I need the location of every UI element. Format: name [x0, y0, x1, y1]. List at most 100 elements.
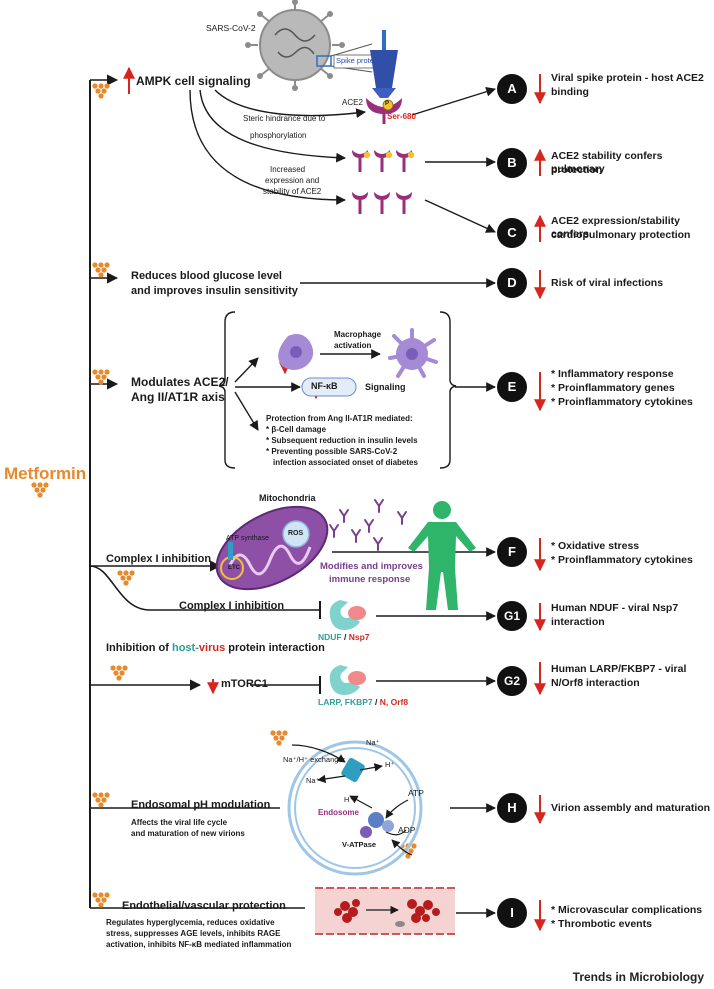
protection-item-2: * Subsequent reduction in insulin levels: [266, 436, 418, 445]
outcome-c-line-2: cardiopulmonary protection: [551, 229, 691, 241]
ace2-axis-label-1: Modulates ACE2/: [131, 375, 229, 389]
orf8-text: N, Orf8: [379, 697, 409, 707]
outcome-i-badge: I: [497, 898, 527, 928]
outcome-b-line-2: protection: [551, 164, 603, 176]
protection-item-4: infection associated onset of diabetes: [273, 458, 418, 467]
journal-brand: Trends in Microbiology: [572, 970, 704, 984]
exchanger-label: Na⁺/H⁺ exchanger: [283, 755, 346, 764]
immune-label-2: immune response: [329, 574, 411, 585]
diagram-graphics: [31, 0, 546, 935]
virus-label: SARS-CoV-2: [206, 23, 256, 33]
etc-label: ETC: [228, 565, 240, 571]
branch-arrows: [89, 74, 321, 909]
outcome-e-line-3: * Proinflammatory cytokines: [551, 396, 693, 408]
host-text: host: [171, 642, 196, 654]
outcome-c-badge: C: [497, 218, 527, 248]
ser680-label: Ser-680: [387, 112, 416, 121]
outcome-g1-line-1: Human NDUF - viral Nsp7: [551, 602, 679, 614]
endosomal-label: Endosomal pH modulation: [131, 799, 271, 811]
ace2-axis-label-2: Ang II/AT1R axis: [131, 390, 225, 404]
protection-item-1: * β-Cell damage: [266, 425, 327, 434]
atp-label: ATP: [408, 788, 424, 798]
metformin-label: Metformin: [4, 464, 87, 483]
outcome-a-line-1: Viral spike protein - host ACE2: [551, 72, 704, 84]
macrophage-label-1: Macrophage: [334, 330, 382, 339]
atp-synthase-label: ATP synthase: [226, 535, 269, 542]
nfkb-pill: [301, 377, 357, 397]
outcome-g1-line-2: interaction: [551, 616, 605, 628]
ndfu-nsp7-complex: [329, 600, 366, 630]
ace2-receptors: [352, 192, 412, 214]
vascular-sub-3: activation, inhibits NF-κB mediated infl…: [106, 940, 292, 949]
outcome-a-badge: A: [497, 74, 527, 104]
sars-cov-2-virus: [245, 0, 379, 91]
spike-label: Spike protein: [336, 56, 380, 65]
outcome-e-line-2: * Proinflammatory genes: [551, 382, 675, 394]
expr-label-1: Increased: [270, 165, 306, 174]
mtorc-label: mTORC1: [221, 678, 268, 690]
adp-label: ADP: [398, 825, 416, 835]
outcome-f-line-1: * Oxidative stress: [551, 540, 640, 552]
virus-text: virus: [198, 642, 226, 654]
vascular-label: Endothelial/vascular protection: [122, 900, 286, 912]
nsp7-text: Nsp7: [348, 632, 370, 642]
larp-fkbp7-label: LARP, FKBP7 / N, Orf8: [318, 697, 408, 707]
h-right-label: H⁺: [385, 760, 395, 769]
outcome-i-line-1: * Microvascular complications: [551, 904, 703, 916]
outcome-e-badge: E: [497, 372, 527, 402]
larp-sep: /: [372, 697, 380, 707]
outcome-c-line-1: ACE2 expression/stability confers: [551, 215, 680, 240]
complex1b-label: Complex I inhibition: [179, 600, 285, 612]
ampk-label: AMPK cell signaling: [136, 74, 251, 88]
ndfu-sep: /: [341, 632, 349, 642]
outcome-b-line-1: ACE2 stability confers pulmonary: [551, 150, 663, 175]
outcome-e-line-1: * Inflammatory response: [551, 368, 674, 380]
ampk-curves: [189, 89, 366, 205]
diagram-panel: Metformin AMPK cell signaling SARS-CoV-2…: [4, 0, 711, 949]
outcome-b-badge: B: [497, 148, 527, 178]
outcome-g2-line-1: Human LARP/FKBP7 - viral: [551, 663, 687, 675]
ace2-receptors-phospho: [352, 150, 415, 172]
outcome-g2-badge: G2: [497, 666, 527, 696]
signaling-label: Signaling: [365, 382, 406, 392]
na-top-label: Na⁺: [366, 738, 380, 747]
human-figure: [408, 501, 476, 610]
larp-fkbp7-n-orf8-complex: [329, 665, 366, 695]
larp-text: LARP, FKBP7: [318, 697, 373, 707]
steric-label-2: phosphorylation: [250, 131, 307, 140]
ros-label: ROS: [288, 530, 304, 537]
glucose-label-1: Reduces blood glucose level: [131, 270, 282, 282]
outcome-h-line-1: Virion assembly and maturation: [551, 802, 711, 814]
endosomal-sub-1: Affects the viral life cycle: [131, 818, 228, 827]
outcome-i-line-2: * Thrombotic events: [551, 918, 652, 930]
expr-label-3: stability of ACE2: [263, 187, 322, 196]
blood-vessel: [315, 887, 455, 935]
outcome-f-line-2: * Proinflammatory cytokines: [551, 554, 693, 566]
host-virus-post: protein interaction: [225, 642, 325, 654]
steric-label-1: Steric hindrance due to: [243, 114, 326, 123]
vascular-sub-1: Regulates hyperglycemia, reduces oxidati…: [106, 918, 275, 927]
vatpase-label: V-ATPase: [342, 840, 377, 849]
macrophage-activated: [388, 328, 438, 378]
outcome-g1-badge: G1: [497, 601, 527, 631]
complex1-label: Complex I inhibition: [106, 553, 212, 565]
endosome-label: Endosome: [318, 808, 359, 817]
nfkb-label: NF-κB: [311, 381, 338, 391]
spike-ace2-complex: [366, 30, 402, 124]
protection-item-3: * Preventing possible SARS-CoV-2: [266, 447, 398, 456]
outcome-f-badge: F: [497, 537, 527, 567]
outcome-a-line-2: binding: [551, 86, 589, 98]
metformin-dots: [31, 482, 49, 498]
ndfu-nsp7-label: NDUF / Nsp7: [318, 632, 370, 642]
phospho-label: P: [385, 101, 390, 107]
protection-title: Protection from Ang II-AT1R mediated:: [266, 414, 413, 423]
outcome-d-line-1: Risk of viral infections: [551, 277, 664, 289]
outcome-d-badge: D: [497, 268, 527, 298]
mitochondria: [215, 505, 329, 591]
expr-label-2: expression and: [265, 176, 320, 185]
glucose-label-2: and improves insulin sensitivity: [131, 285, 298, 297]
ace2-axis-brackets: [218, 311, 457, 469]
footer: Trends in Microbiology: [0, 962, 714, 989]
na-left-label: Na⁺: [306, 776, 320, 785]
immune-label-1: Modifies and improves: [320, 561, 423, 572]
